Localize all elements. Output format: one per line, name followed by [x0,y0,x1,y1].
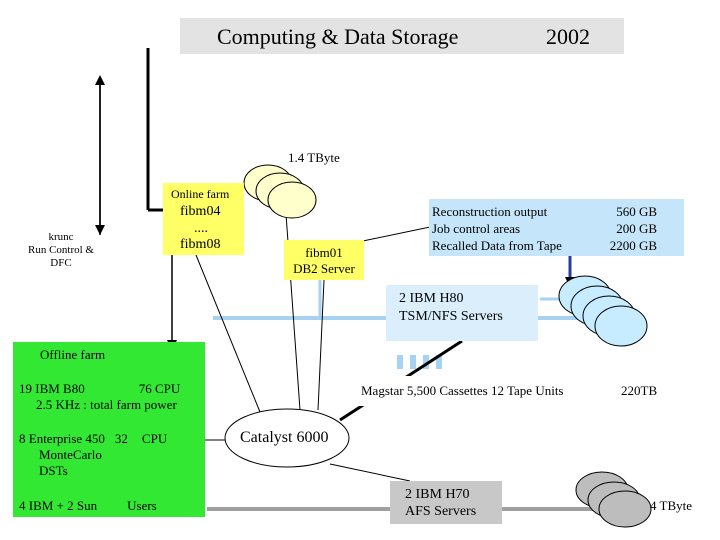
diagram-title: Computing & Data Storage [217,24,459,49]
online-farm-first: fibm04 [180,204,221,219]
online-farm-box [163,183,244,255]
krunc-dfc: DFC [50,257,72,269]
afs-servers-model: 2 IBM H70 [405,487,470,502]
catalyst-switch [224,408,350,468]
catalyst-link-h70 [329,463,411,482]
tsm-nfs-servers-box [386,285,538,341]
catalyst-link-online [195,254,261,413]
db2-server-box [284,240,364,280]
db2-server-host: fibm01 [305,245,343,260]
afs-storage-size: 4 TByte [650,498,693,513]
disk-stack-h80-icon [558,275,648,347]
afs-servers-role: AFS Servers [405,504,477,519]
magstar-capacity: 220TB [621,383,658,398]
online-farm-dots: .... [194,221,208,236]
krunc-name: krunc [48,231,74,243]
e450-cpu: CPU [141,431,168,446]
tape-connectors [397,355,442,369]
catalyst-link-fibm01 [317,279,325,411]
e450-cpu-count: 32 [114,431,128,446]
online-farm-last: fibm08 [180,237,221,252]
krunc-role: Run Control & [27,244,94,256]
disk-areas-values: 560 GB 200 GB 2200 GB [597,203,657,254]
disk-area-label: Job control areas [432,221,521,236]
disk-area-label: Recalled Data from Tape [432,238,562,253]
tsm-nfs-servers-label: 2 IBM H80 TSM/NFS Servers [399,290,503,326]
diagram-year: 2002 [546,24,590,49]
disk-stack-afs-icon [575,471,652,528]
b80-count: 19 IBM B80 [19,381,85,396]
e450-montecarlo: MonteCarlo [39,447,102,462]
tsm-nfs-servers-role: TSM/NFS Servers [399,309,503,324]
top-storage-size: 1.4 TByte [288,150,340,165]
offline-farm-title: Offline farm [40,347,106,362]
offline-farm-users: 4 IBM + 2 Sun Users [19,498,157,514]
users-machines: 4 IBM + 2 Sun [19,498,98,513]
afs-servers-label: 2 IBM H70 AFS Servers [405,486,476,520]
catalyst-link-fibm01-b [357,226,431,243]
offline-farm-e450: 8 Enterprise 450 32 CPU MonteCarlo DSTs [19,431,167,479]
disk-area-value: 560 GB [616,204,657,219]
offline-farm-box [13,342,205,517]
afs-servers-box [390,481,502,524]
disk-area-label: Reconstruction output [432,204,548,219]
disk-areas-box [429,199,684,256]
disk-stack-top-icon [243,164,317,219]
magstar-label: Magstar 5,500 Cassettes 12 Tape Units [361,383,564,398]
disk-areas-labels: Reconstruction output Job control areas … [432,203,562,254]
e450-dsts: DSTs [39,463,68,478]
users-label: Users [127,498,157,513]
magstar-box [353,376,690,406]
online-farm-label: Online farm [171,187,230,201]
disk-area-value: 2200 GB [609,238,657,253]
tsm-nfs-servers-model: 2 IBM H80 [399,291,464,306]
title-bar [180,18,624,54]
disk-area-value: 200 GB [616,221,657,236]
catalyst-link-disk [284,199,301,411]
farm-power: 2.5 KHz : total farm power [36,397,177,412]
b80-cpu: 76 CPU [138,381,181,396]
catalyst-label: Catalyst 6000 [240,429,329,446]
db2-server-role: DB2 Server [293,261,355,276]
offline-farm-b80: 19 IBM B80 76 CPU 2.5 KHz : total farm po… [19,381,180,413]
db2-server-label: fibm01 DB2 Server [284,245,364,277]
krunc-label: krunc Run Control & DFC [18,231,104,270]
e450-count: 8 Enterprise 450 [19,431,105,446]
